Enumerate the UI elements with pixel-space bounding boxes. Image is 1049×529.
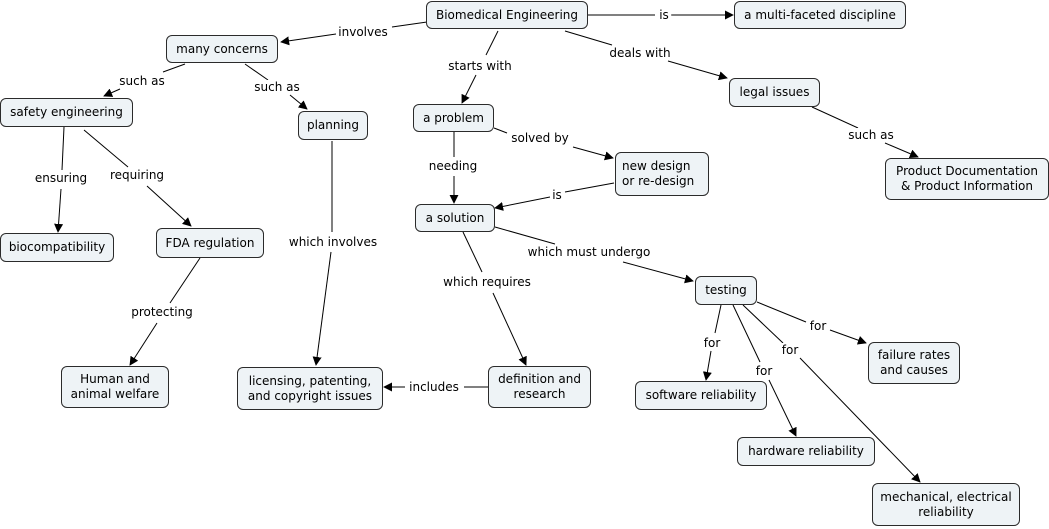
link-label-such-as: such as <box>252 80 302 94</box>
node-a-solution[interactable]: a solution <box>415 204 495 232</box>
node-safety-engineering[interactable]: safety engineering <box>0 98 133 127</box>
edge-arrow <box>768 379 797 437</box>
link-label-for: for <box>807 319 829 333</box>
edge-arrow <box>280 33 337 46</box>
link-label-requiring: requiring <box>107 168 167 182</box>
edge-line <box>811 106 859 129</box>
node-testing[interactable]: testing <box>695 276 757 305</box>
link-label-which-involves: which involves <box>286 235 380 249</box>
node-a-problem[interactable]: a problem <box>413 104 494 132</box>
node-definition-research[interactable]: definition and research <box>488 366 591 408</box>
node-hardware-reliability[interactable]: hardware reliability <box>737 437 875 466</box>
edge-line <box>494 226 556 245</box>
edge-arrow <box>702 350 712 381</box>
edge-arrow <box>312 251 332 366</box>
node-multi-faceted-discipline[interactable]: a multi-faceted discipline <box>734 1 906 29</box>
node-licensing[interactable]: licensing, patenting, and copyright issu… <box>237 367 383 410</box>
edge-arrow <box>103 88 121 97</box>
edge-line <box>391 21 428 28</box>
edge-line <box>714 304 722 334</box>
edge-line <box>756 301 807 323</box>
edge-arrow <box>572 146 614 161</box>
edge-arrow <box>622 261 694 284</box>
edge-line <box>61 126 65 171</box>
link-label-deals-with: deals with <box>607 46 673 60</box>
link-label-starts-with: starts with <box>446 59 514 73</box>
node-mechanical-electrical[interactable]: mechanical, electrical reliability <box>872 483 1020 526</box>
edge-line <box>485 30 499 56</box>
link-label-is: is <box>550 188 564 202</box>
edge-arrow <box>54 188 64 233</box>
node-biomedical-engineering[interactable]: Biomedical Engineering <box>426 1 588 29</box>
edge-line <box>493 127 508 134</box>
edge-line <box>462 231 483 273</box>
link-label-for: for <box>701 336 723 350</box>
link-label-which-must-undergo: which must undergo <box>525 245 653 259</box>
edge-line <box>83 129 129 168</box>
link-label-for: for <box>753 364 775 378</box>
node-many-concerns[interactable]: many concerns <box>166 35 278 63</box>
edge-arrow <box>146 185 192 227</box>
link-label-is: is <box>657 8 671 22</box>
edge-arrow <box>829 329 867 345</box>
edge-arrow <box>461 74 477 104</box>
edge-line <box>162 63 186 73</box>
edge-arrow <box>492 292 527 366</box>
edge-line <box>244 63 269 81</box>
link-label-involves: involves <box>336 25 390 39</box>
edge-arrow <box>129 322 158 366</box>
link-label-protecting: protecting <box>129 305 195 319</box>
edge-line <box>732 304 761 363</box>
edge-arrow <box>884 142 919 158</box>
link-label-includes: includes <box>407 380 461 394</box>
link-label-solved-by: solved by <box>509 131 571 145</box>
node-human-animal-welfare[interactable]: Human and animal welfare <box>61 366 169 408</box>
node-fda-regulation[interactable]: FDA regulation <box>156 228 264 258</box>
edge-arrow <box>289 94 308 110</box>
link-label-for: for <box>779 343 801 357</box>
node-software-reliability[interactable]: software reliability <box>635 381 767 410</box>
edge-line <box>564 182 615 193</box>
node-legal-issues[interactable]: legal issues <box>729 78 820 107</box>
link-label-such-as: such as <box>117 74 167 88</box>
edge-arrow <box>667 60 728 81</box>
node-planning[interactable]: planning <box>298 111 368 140</box>
link-label-ensuring: ensuring <box>32 171 90 185</box>
link-label-needing: needing <box>426 159 480 173</box>
link-label-which-requires: which requires <box>441 275 533 289</box>
edge-arrow <box>494 196 551 211</box>
edge-arrow <box>799 357 921 483</box>
node-new-design[interactable]: new design or re-design <box>615 152 709 196</box>
edge-line <box>742 304 784 344</box>
edge-line <box>564 30 613 46</box>
edge-line <box>169 257 201 304</box>
node-biocompatibility[interactable]: biocompatibility <box>0 233 114 262</box>
node-product-documentation[interactable]: Product Documentation & Product Informat… <box>885 158 1049 200</box>
link-label-such-as: such as <box>846 128 896 142</box>
node-failure-rates[interactable]: failure rates and causes <box>868 342 960 384</box>
